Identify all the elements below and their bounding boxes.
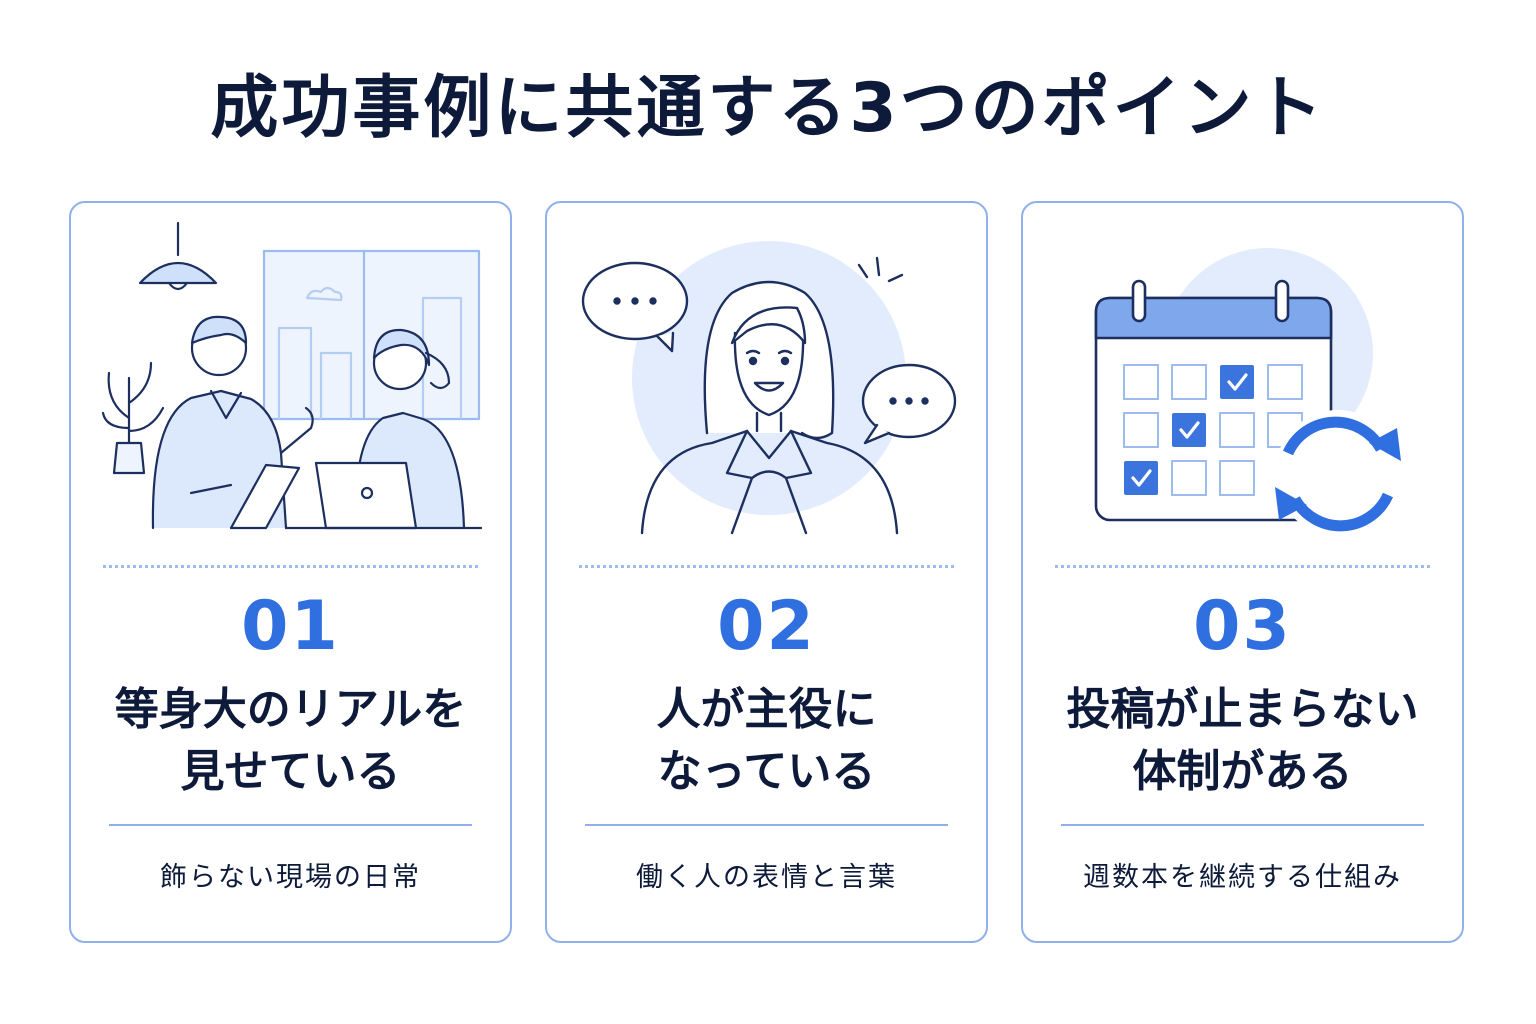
point-heading-line1: 等身大のリアルを: [114, 684, 467, 735]
solid-divider: [585, 824, 948, 826]
point-card-2: 02 人が主役に なっている 働く人の表情と言葉: [545, 201, 988, 943]
point-heading: 等身大のリアルを 見せている: [71, 679, 510, 803]
smiling-person-illustration: [581, 241, 957, 535]
point-card-3: 03 投稿が止まらない 体制がある 週数本を継続する仕組み: [1021, 201, 1464, 943]
point-heading: 投稿が止まらない 体制がある: [1023, 679, 1462, 803]
point-number: 02: [717, 587, 816, 666]
point-heading-line1: 人が主役に: [656, 684, 877, 735]
point-heading-line2: 体制がある: [1132, 746, 1353, 797]
point-heading-line2: 見せている: [180, 746, 401, 797]
calendar-cycle-illustration: [1094, 248, 1401, 536]
dotted-divider: [103, 565, 478, 568]
dotted-divider: [579, 565, 954, 568]
point-heading-line1: 投稿が止まらない: [1066, 684, 1419, 735]
point-subtext: 飾らない現場の日常: [160, 862, 421, 893]
point-subtext: 週数本を継続する仕組み: [1083, 862, 1402, 893]
solid-divider: [109, 824, 472, 826]
page-title: 成功事例に共通する3つのポイント: [210, 69, 1326, 148]
point-card-1: 01 等身大のリアルを 見せている 飾らない現場の日常: [69, 201, 512, 943]
point-number: 03: [1193, 587, 1292, 666]
solid-divider: [1061, 824, 1424, 826]
point-number: 01: [241, 587, 340, 666]
dotted-divider: [1055, 565, 1430, 568]
point-subtext: 働く人の表情と言葉: [636, 862, 897, 893]
team-meeting-illustration: [101, 221, 483, 530]
point-heading-line2: なっている: [657, 746, 876, 797]
point-heading: 人が主役に なっている: [547, 679, 986, 803]
